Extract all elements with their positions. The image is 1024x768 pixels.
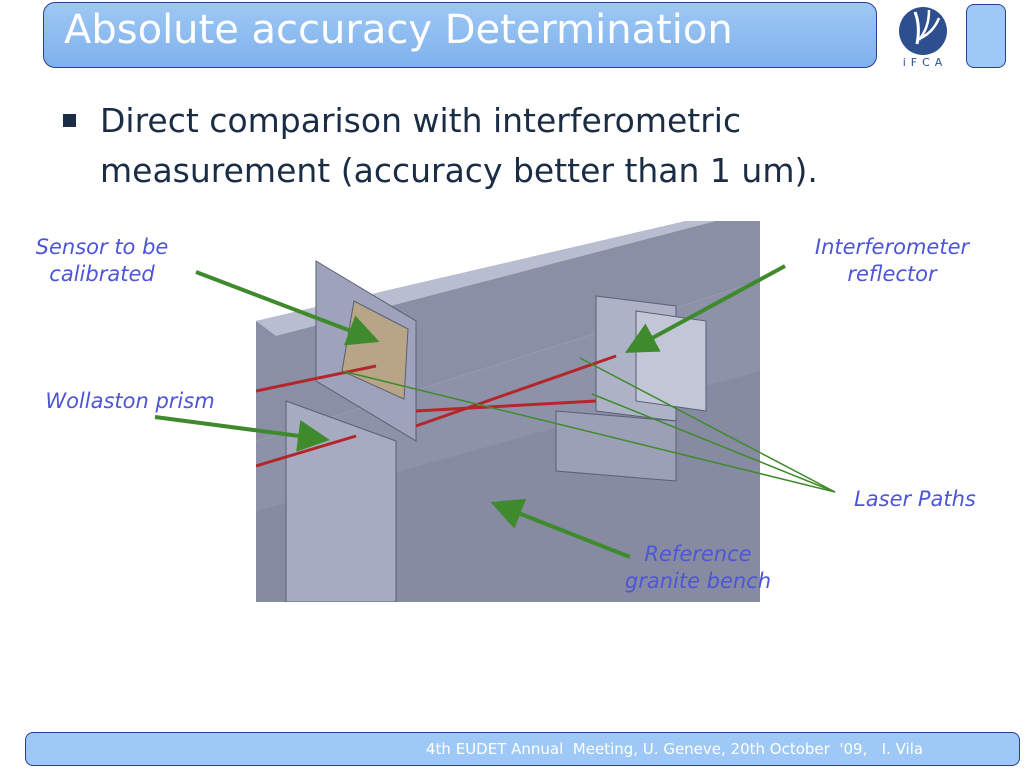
label-interferometer: Interferometer reflector — [814, 235, 970, 286]
bullet-text: Direct comparison with interferometric m… — [100, 101, 818, 190]
footer-text: 4th EUDET Annual Meeting, U. Geneve, 20t… — [426, 740, 924, 758]
label-wollaston: Wollaston prism — [45, 389, 215, 413]
side-tab — [966, 4, 1006, 68]
logo-text: iFCA — [902, 56, 948, 69]
ifca-logo-icon: iFCA — [895, 4, 955, 74]
label-laser-paths: Laser Paths — [854, 487, 976, 511]
slide-title: Absolute accuracy Determination — [64, 7, 733, 53]
title-bar: Absolute accuracy Determination — [43, 2, 877, 68]
square-bullet-icon — [63, 114, 76, 127]
label-granite-bench: Reference granite bench — [624, 542, 772, 593]
label-sensor: Sensor to be calibrated — [35, 235, 169, 286]
footer-bar: 4th EUDET Annual Meeting, U. Geneve, 20t… — [25, 732, 1020, 766]
